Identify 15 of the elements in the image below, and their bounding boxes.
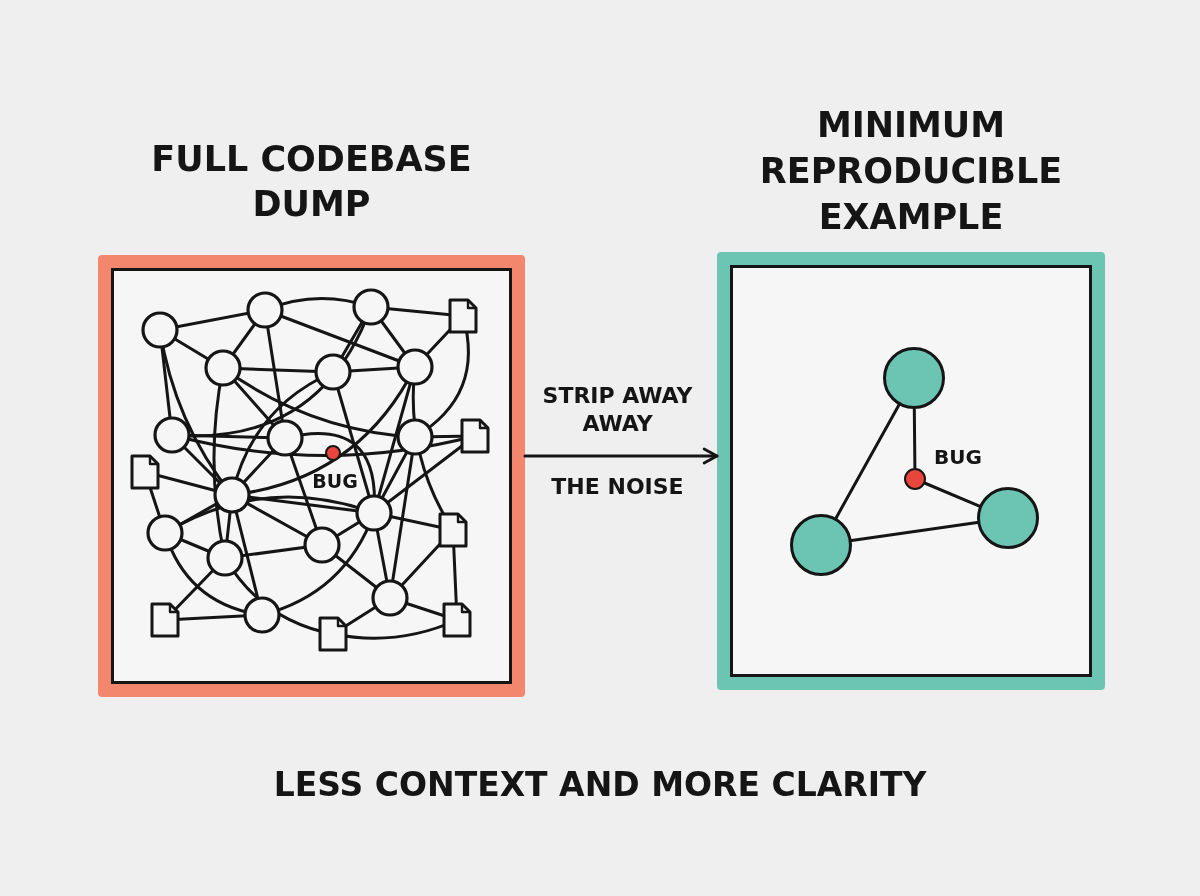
arrow-caption: THE NOISE <box>550 473 685 501</box>
node-circle <box>977 487 1039 549</box>
connector-line <box>850 520 979 543</box>
dot-label: BUG <box>311 469 359 493</box>
bug-dot <box>325 445 341 461</box>
dot-label: BUG <box>934 445 983 470</box>
edge-label: STRIP AWAY AWAY <box>541 382 694 438</box>
bug-dot <box>904 468 926 490</box>
panel-heading: MINIMUM REPRODUCIBLE EXAMPLE <box>758 104 1064 239</box>
caption: LESS CONTEXT AND MORE CLARITY <box>272 764 928 806</box>
arrow <box>523 447 719 465</box>
connector-line <box>923 481 981 508</box>
connector-line <box>834 403 901 520</box>
connector-line <box>912 407 917 470</box>
panel-heading: FULL CODEBASE DUMP <box>150 138 473 226</box>
